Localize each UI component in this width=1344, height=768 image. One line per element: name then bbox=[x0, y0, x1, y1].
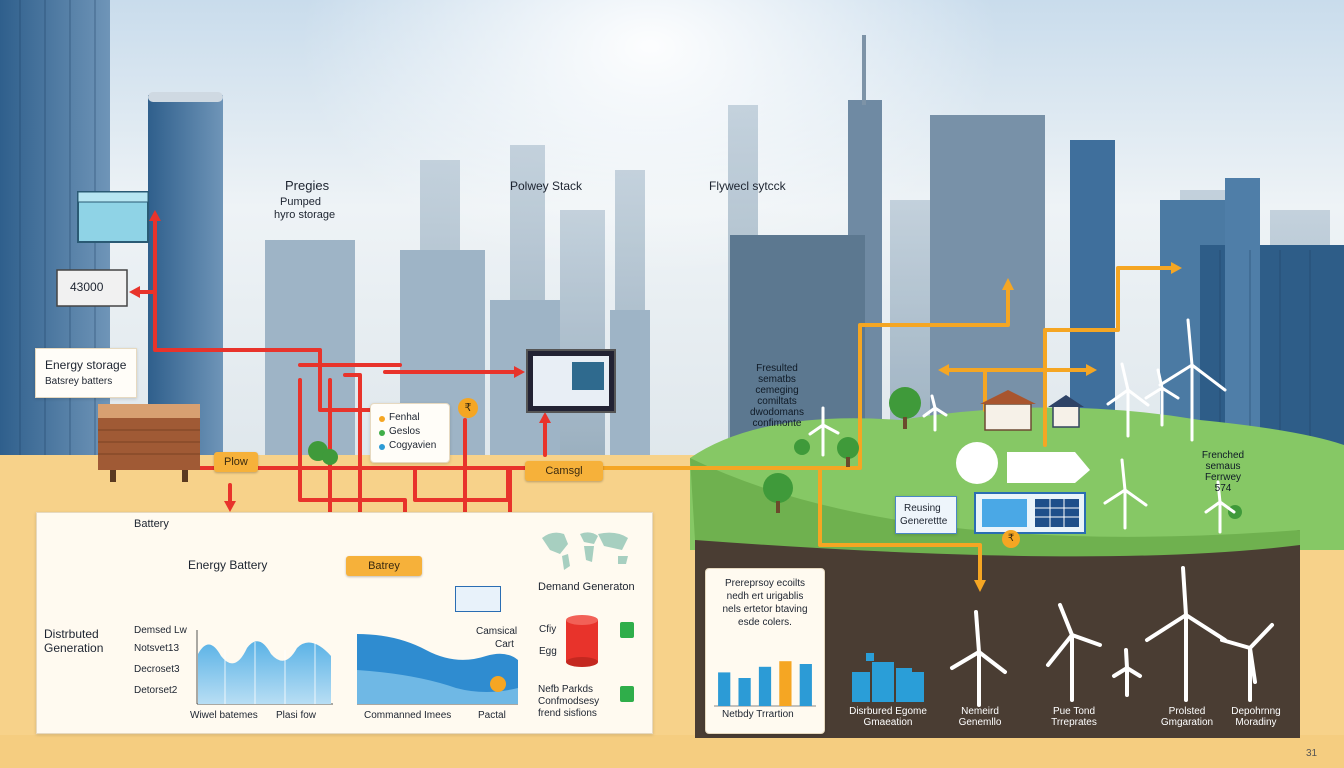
center-text-line: confimonte bbox=[752, 418, 802, 429]
battery-line-label: Battery bbox=[134, 518, 169, 530]
right-green-text-block: Frenched semaus Ferrwey 574 bbox=[1198, 450, 1248, 494]
right-text-line: semaus bbox=[1205, 461, 1241, 472]
camsical-label: Camsical bbox=[476, 626, 518, 637]
legend-dot-green bbox=[379, 430, 385, 436]
bottom-label-line: Genemllo bbox=[958, 717, 1002, 728]
bar-chart-caption: Netbdy Trrartion bbox=[722, 709, 794, 720]
bar-chart bbox=[714, 661, 816, 707]
coin-icon: ₹ bbox=[1002, 530, 1020, 548]
legend-card: Fenhal Geslos Cogyavien bbox=[370, 403, 450, 463]
wave-area-chart bbox=[196, 630, 333, 705]
bar bbox=[718, 672, 731, 706]
neb-label: frend sisfions bbox=[538, 708, 597, 719]
demand-generation-label: Demand Generaton bbox=[538, 581, 635, 593]
coin-icon: ₹ bbox=[458, 398, 478, 418]
legend-dot-orange bbox=[379, 416, 385, 422]
center-text-line: sematbs bbox=[758, 374, 796, 385]
right-text-line: Frenched bbox=[1201, 450, 1245, 461]
info-bar-chart-card: Prereprsoy ecoilts nedh ert urigablis ne… bbox=[705, 568, 825, 734]
reusing-label: Generettte bbox=[900, 516, 948, 527]
bottom-label-line: Trreprates bbox=[1051, 717, 1097, 728]
left-chart-caption: Plasi fow bbox=[276, 710, 317, 721]
legend-item-2: Geslos bbox=[389, 426, 421, 437]
chart-row-label: Detorset2 bbox=[134, 685, 178, 696]
mid-chart-caption: Pactal bbox=[478, 710, 506, 721]
legend-item-3: Cogyavien bbox=[389, 440, 437, 451]
bottom-label-line: Disrbured Egome bbox=[849, 706, 927, 717]
pumped-storage-label-line1: Pumped bbox=[280, 196, 321, 208]
bottom-label-group: Depohrnng Moradiny bbox=[1224, 706, 1288, 728]
distributed-generation-title-line2: Generation bbox=[44, 641, 104, 655]
info-text-block: Prereprsoy ecoilts nedh ert urigablis ne… bbox=[712, 577, 818, 629]
energy-storage-title: Energy storage bbox=[45, 358, 127, 372]
legend-dot-blue bbox=[379, 444, 385, 450]
pumped-storage-label-line2: hyro storage bbox=[274, 209, 336, 221]
chart-row-label: Demsed Lw bbox=[134, 625, 187, 636]
bar bbox=[758, 666, 772, 706]
area-chart bbox=[357, 634, 518, 705]
bar bbox=[738, 678, 751, 706]
chart-row-label: Notsvet13 bbox=[134, 643, 180, 654]
flow-tag: Plow bbox=[214, 452, 258, 472]
bottom-label-line: Gmgaration bbox=[1160, 717, 1214, 728]
distributed-generation-title-line1: Distrbuted bbox=[44, 627, 99, 641]
energy-battery-label: Energy Battery bbox=[188, 558, 268, 572]
bottom-label-group: Pue Tond Trreprates bbox=[1040, 706, 1108, 728]
battery-unit-number: 43000 bbox=[70, 280, 104, 294]
storage-cylinder-icon bbox=[566, 615, 598, 667]
pregies-label: Pregies bbox=[285, 178, 330, 193]
info-text-line: nedh ert urigablis bbox=[726, 591, 804, 602]
truck-icon bbox=[455, 586, 501, 612]
center-text-block: Fresulted sematbs cemeging comiltats dwo… bbox=[742, 363, 812, 429]
bottom-label-line: Depohrnng bbox=[1231, 706, 1281, 717]
bottom-label-group: Prolsted Gmgaration bbox=[1152, 706, 1222, 728]
center-text-line: comiltats bbox=[757, 396, 797, 407]
info-text-line: nels ertetor btaving bbox=[722, 604, 808, 615]
bottom-label-line: Moradiny bbox=[1235, 717, 1277, 728]
bottom-label-line: Pue Tond bbox=[1052, 706, 1096, 717]
battery-tag: Batrey bbox=[346, 556, 422, 576]
green-indicator-icon bbox=[620, 686, 634, 702]
reusing-generator-card: Reusing Generettte bbox=[895, 496, 957, 534]
energy-storage-subtitle: Batsrey batters bbox=[45, 376, 113, 387]
center-text-line: Fresulted bbox=[756, 363, 798, 374]
bar bbox=[799, 664, 812, 706]
bottom-label-line: Nemeird bbox=[961, 706, 999, 717]
left-chart-caption: Wiwel batemes bbox=[190, 710, 258, 721]
reusing-label: Reusing bbox=[904, 503, 941, 514]
city-label: Cfiy bbox=[539, 624, 557, 635]
info-text-line: Prereprsoy ecoilts bbox=[724, 578, 806, 589]
polwey-stack-label: Polwey Stack bbox=[510, 179, 583, 193]
egg-label: Egg bbox=[539, 646, 557, 657]
right-text-line: Ferrwey bbox=[1204, 472, 1242, 483]
control-tag: Camsgl bbox=[525, 461, 603, 481]
neb-label: Confmodsesy bbox=[538, 696, 600, 707]
info-text-line: esde colers. bbox=[738, 617, 792, 628]
energy-storage-card: Energy storage Batsrey batters bbox=[35, 348, 137, 398]
camsical-label: Cart bbox=[495, 639, 514, 650]
flywheel-stack-label: Flywecl sytcck bbox=[709, 179, 786, 193]
bottom-label-line: Prolsted bbox=[1168, 706, 1206, 717]
hand-icon bbox=[490, 676, 506, 692]
page-number: 31 bbox=[1306, 748, 1318, 759]
chart-row-label: Decroset3 bbox=[134, 664, 180, 675]
green-indicator-icon bbox=[620, 622, 634, 638]
right-text-line: 574 bbox=[1214, 483, 1232, 494]
bar bbox=[779, 661, 792, 706]
mid-chart-caption: Commanned Imees bbox=[364, 710, 452, 721]
center-text-line: cemeging bbox=[755, 385, 799, 396]
neb-label: Nefb Parkds bbox=[538, 684, 594, 695]
bottom-label-group: Nemeird Genemllo bbox=[946, 706, 1014, 728]
world-map-icon bbox=[542, 532, 628, 570]
legend-item-1: Fenhal bbox=[389, 412, 420, 423]
bottom-label-group: Disrbured Egome Gmaeation bbox=[838, 706, 938, 728]
center-text-line: dwodomans bbox=[750, 407, 804, 418]
bottom-label-line: Gmaeation bbox=[863, 717, 913, 728]
